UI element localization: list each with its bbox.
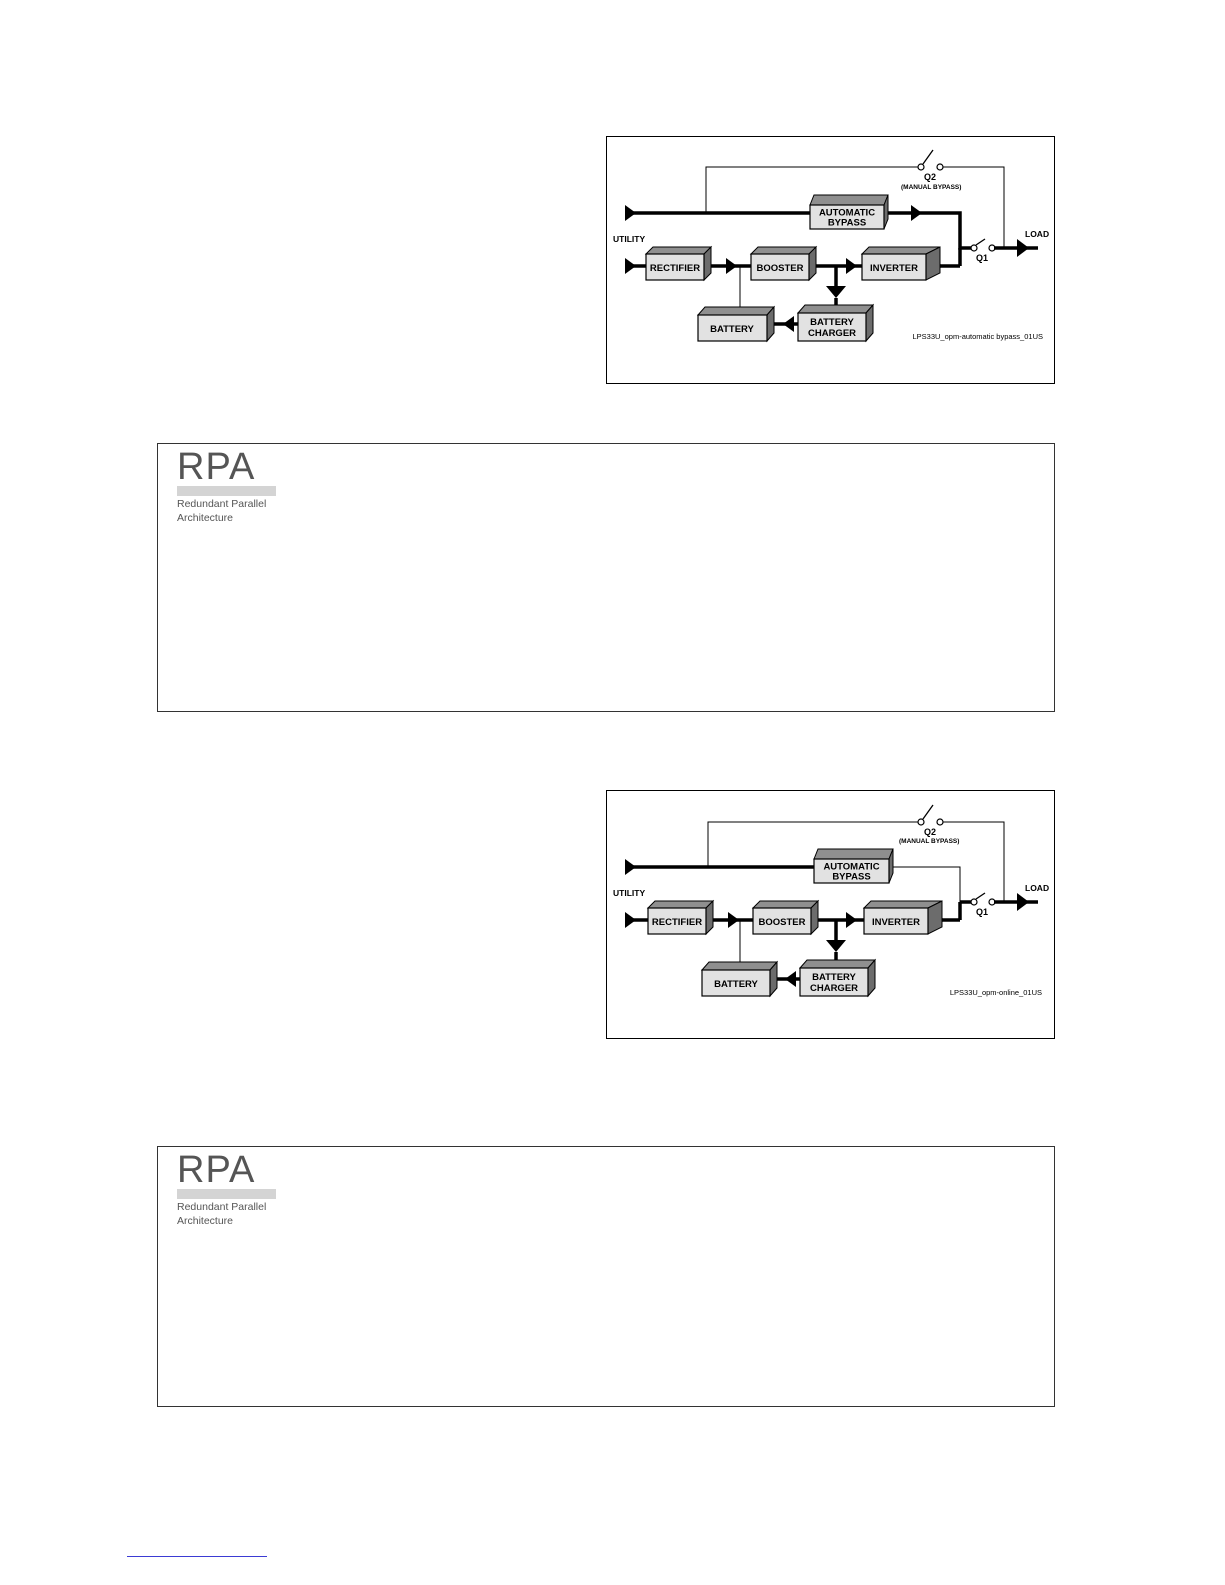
booster-label: BOOSTER [757,263,804,274]
load-label: LOAD [1025,229,1049,239]
inverter-label: INVERTER [870,263,918,274]
rpa-logo: RPA Redundant Parallel Architecture [177,446,276,524]
battery-charger-label-2: CHARGER [808,328,856,339]
rpa-subtitle-line-1: Redundant Parallel [177,1201,267,1213]
manual-bypass-label: (MANUAL BYPASS) [901,184,961,191]
booster-label: BOOSTER [759,917,806,928]
load-label: LOAD [1025,883,1049,893]
rpa-subtitle-line-2: Architecture [177,1215,234,1227]
rpa-logo-bar [177,486,276,496]
automatic-bypass-label-1: AUTOMATIC [823,862,879,873]
rpa-logo: RPA Redundant Parallel Architecture [177,1149,276,1227]
rpa-subtitle-line-2: Architecture [177,512,234,524]
q2-contact-left [917,163,925,171]
battery-label: BATTERY [710,324,754,335]
rpa-logo-mark: RPA [177,1149,256,1191]
rpa-logo-mark: RPA [177,446,256,488]
automatic-bypass-label-1: AUTOMATIC [819,208,875,219]
battery-charger-label-2: CHARGER [810,983,858,994]
rectifier-label: RECTIFIER [652,917,702,928]
footer-link-underline[interactable] [127,1556,267,1557]
rpa-logo-bar [177,1189,276,1199]
diagram-code: LPS33U_opm-automatic bypass_01US [913,332,1044,341]
rpa-subtitle-line-1: Redundant Parallel [177,498,267,510]
rpa-panel: RPA Redundant Parallel Architecture [157,443,1055,712]
rectifier-label: RECTIFIER [650,263,700,274]
utility-label: UTILITY [613,888,645,898]
manual-bypass-label: (MANUAL BYPASS) [899,838,959,845]
rpa-panel: RPA Redundant Parallel Architecture [157,1146,1055,1407]
q1-label: Q1 [976,907,988,917]
automatic-bypass-label-2: BYPASS [828,218,866,229]
q2-label: Q2 [924,172,936,182]
q2-label: Q2 [924,827,936,837]
q1-label: Q1 [976,253,988,263]
diagram-automatic-bypass: Q2 (MANUAL BYPASS) AUTOMATIC BYPASS Q1 L… [606,136,1055,384]
inverter-label: INVERTER [872,917,920,928]
diagram-code: LPS33U_opm-online_01US [950,988,1042,997]
ups-block-diagram: Q2 (MANUAL BYPASS) AUTOMATIC BYPASS Q1 L… [606,790,1055,1039]
battery-charger-label-1: BATTERY [812,972,856,983]
ups-block-diagram: Q2 (MANUAL BYPASS) AUTOMATIC BYPASS Q1 L… [606,136,1055,384]
battery-label: BATTERY [714,979,758,990]
diagram-online: Q2 (MANUAL BYPASS) AUTOMATIC BYPASS Q1 L… [606,790,1055,1039]
automatic-bypass-label-2: BYPASS [832,872,870,883]
q2-switch-blade [922,149,934,165]
utility-label: UTILITY [613,234,645,244]
q2-contact-right [936,163,944,171]
battery-charger-label-1: BATTERY [810,317,854,328]
